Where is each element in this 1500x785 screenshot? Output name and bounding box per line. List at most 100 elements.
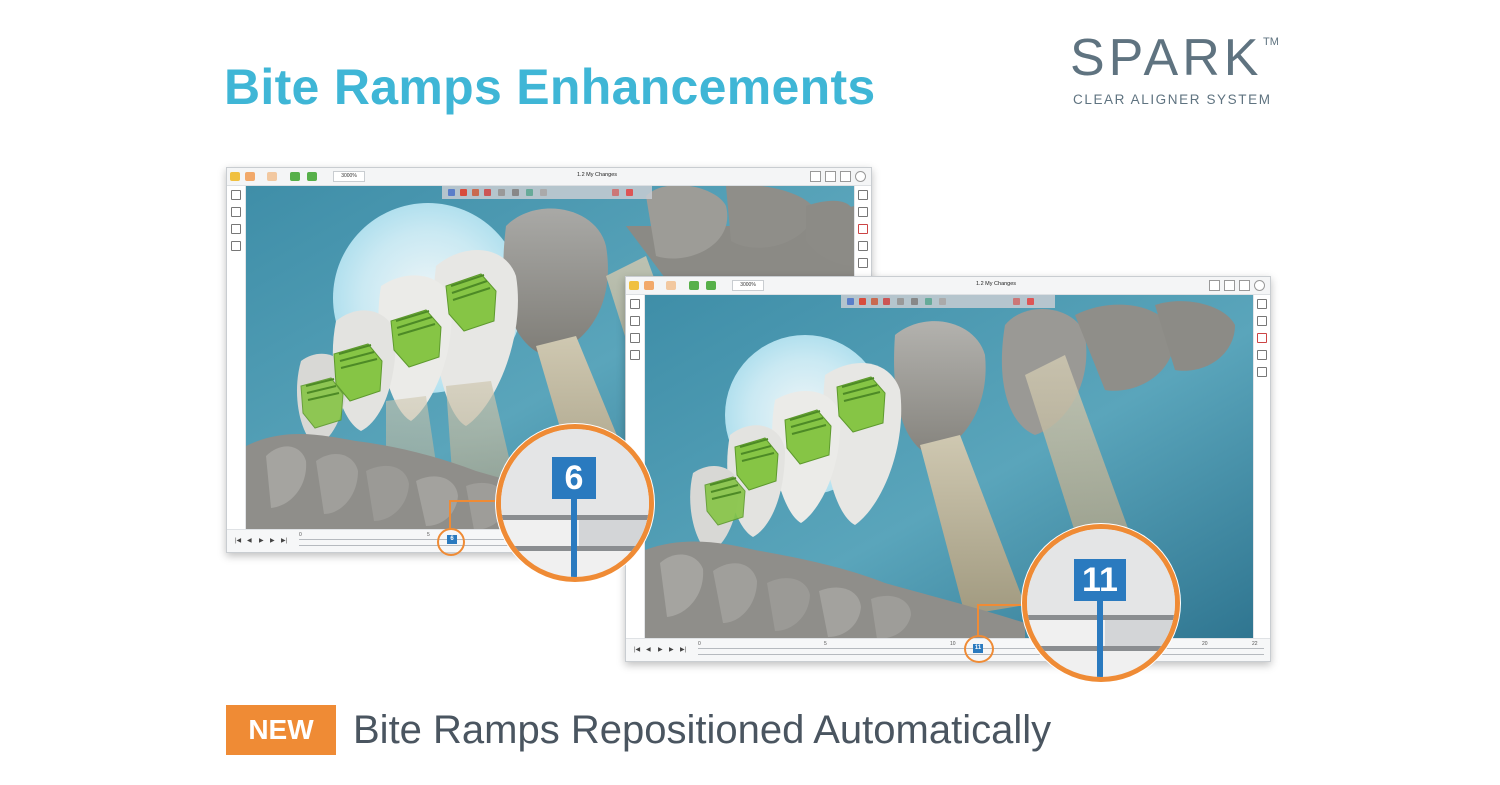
print-icon[interactable] bbox=[1209, 280, 1220, 291]
undo-icon[interactable] bbox=[245, 172, 255, 181]
changes-dropdown[interactable]: 1.2 My Changes bbox=[976, 281, 1017, 287]
timeline-highlight-ring bbox=[437, 528, 465, 556]
arch-icon[interactable] bbox=[858, 258, 868, 268]
prev-stage-icon[interactable]: ◀ bbox=[247, 538, 252, 544]
rx-icon[interactable] bbox=[231, 190, 241, 200]
3d-viewport[interactable] bbox=[645, 295, 1253, 639]
next-stage-icon[interactable]: ▶ bbox=[270, 538, 275, 544]
zoom-level[interactable]: 3000% bbox=[333, 171, 365, 182]
logo-trademark: TM bbox=[1263, 36, 1279, 48]
last-stage-icon[interactable]: ▶| bbox=[281, 538, 288, 544]
ipr-icon[interactable] bbox=[897, 298, 904, 305]
changes-dropdown[interactable]: 1.2 My Changes bbox=[577, 172, 618, 178]
export-icon[interactable] bbox=[231, 241, 241, 251]
spark-logo: SPARK TM CLEAR ALIGNER SYSTEM bbox=[1070, 28, 1280, 114]
bite-ramp-4 bbox=[704, 476, 746, 526]
arch-form-icon[interactable] bbox=[1027, 298, 1034, 305]
attachments-icon[interactable] bbox=[1257, 333, 1267, 343]
next-stage-icon[interactable]: ▶ bbox=[669, 647, 674, 653]
edit-icon[interactable] bbox=[231, 224, 241, 234]
timeline-tick-label: 0 bbox=[698, 641, 701, 647]
ruler-icon[interactable] bbox=[612, 189, 619, 196]
floating-toolbar bbox=[442, 186, 652, 199]
single-view-icon[interactable] bbox=[1224, 280, 1235, 291]
undo-icon[interactable] bbox=[644, 281, 654, 290]
grid-icon[interactable] bbox=[512, 189, 519, 196]
grid-view-icon[interactable] bbox=[840, 171, 851, 182]
magnified-stage-stem bbox=[571, 499, 577, 577]
play-icon[interactable]: ▶ bbox=[658, 647, 663, 653]
magnified-progress-fill bbox=[1105, 620, 1175, 646]
refresh-icon[interactable] bbox=[290, 172, 300, 181]
globe-icon[interactable] bbox=[925, 298, 932, 305]
attachments-icon[interactable] bbox=[858, 224, 868, 234]
refresh-icon[interactable] bbox=[689, 281, 699, 290]
redo-icon[interactable] bbox=[267, 172, 277, 181]
timeline-highlight-ring bbox=[964, 635, 994, 663]
arch-icon[interactable] bbox=[1257, 367, 1267, 377]
timeline-tick-label: 22 bbox=[1252, 641, 1258, 647]
print-icon[interactable] bbox=[810, 171, 821, 182]
zoom-level[interactable]: 3000% bbox=[732, 280, 764, 291]
spacing-icon[interactable] bbox=[484, 189, 491, 196]
magnified-stage-callout: 11 bbox=[1022, 524, 1180, 682]
grid-icon[interactable] bbox=[911, 298, 918, 305]
display-icon[interactable] bbox=[448, 189, 455, 196]
display-icon[interactable] bbox=[847, 298, 854, 305]
tooth-icon[interactable] bbox=[858, 241, 868, 251]
callout-connector bbox=[977, 604, 1029, 636]
settings-icon[interactable] bbox=[855, 171, 866, 182]
print-icon[interactable] bbox=[858, 207, 868, 217]
logo-wordmark: SPARK bbox=[1070, 29, 1263, 87]
feature-caption: Bite Ramps Repositioned Automatically bbox=[353, 708, 1052, 752]
bite-ramp-4 bbox=[300, 377, 344, 429]
spacing-icon[interactable] bbox=[883, 298, 890, 305]
patient-icon[interactable] bbox=[231, 207, 241, 217]
bite-ramp-2 bbox=[390, 309, 442, 368]
timeline-tick-label: 10 bbox=[950, 641, 956, 647]
patient-icon[interactable] bbox=[630, 316, 640, 326]
single-view-icon[interactable] bbox=[825, 171, 836, 182]
move-icon[interactable] bbox=[706, 281, 716, 290]
bite-ramp-3 bbox=[734, 437, 779, 491]
app-toolbar: 3000% 1.2 My Changes bbox=[626, 277, 1270, 295]
play-icon[interactable]: ▶ bbox=[259, 538, 264, 544]
attachment-icon[interactable] bbox=[540, 189, 547, 196]
tooth-view-icon[interactable] bbox=[472, 189, 479, 196]
right-sidebar bbox=[1253, 295, 1270, 639]
timeline-tick-label: 5 bbox=[427, 532, 430, 538]
magnet-icon[interactable] bbox=[859, 298, 866, 305]
tooth-view-icon[interactable] bbox=[871, 298, 878, 305]
first-stage-icon[interactable]: |◀ bbox=[235, 538, 242, 544]
wrench-icon[interactable] bbox=[858, 190, 868, 200]
move-icon[interactable] bbox=[307, 172, 317, 181]
floating-toolbar bbox=[841, 295, 1055, 308]
magnified-progress-fill bbox=[579, 520, 649, 546]
wrench-icon[interactable] bbox=[1257, 299, 1267, 309]
magnified-stage-number: 6 bbox=[552, 457, 596, 499]
globe-icon[interactable] bbox=[526, 189, 533, 196]
magnified-stage-callout: 6 bbox=[496, 424, 654, 582]
folder-icon[interactable] bbox=[230, 172, 240, 181]
rx-icon[interactable] bbox=[630, 299, 640, 309]
magnet-icon[interactable] bbox=[460, 189, 467, 196]
magnified-stage-stem bbox=[1097, 601, 1103, 677]
folder-icon[interactable] bbox=[629, 281, 639, 290]
redo-icon[interactable] bbox=[666, 281, 676, 290]
ruler-icon[interactable] bbox=[1013, 298, 1020, 305]
last-stage-icon[interactable]: ▶| bbox=[680, 647, 687, 653]
bite-ramp-1 bbox=[445, 273, 497, 332]
export-icon[interactable] bbox=[630, 350, 640, 360]
grid-view-icon[interactable] bbox=[1239, 280, 1250, 291]
settings-icon[interactable] bbox=[1254, 280, 1265, 291]
prev-stage-icon[interactable]: ◀ bbox=[646, 647, 651, 653]
edit-icon[interactable] bbox=[630, 333, 640, 343]
ipr-icon[interactable] bbox=[498, 189, 505, 196]
tooth-icon[interactable] bbox=[1257, 350, 1267, 360]
arch-form-icon[interactable] bbox=[626, 189, 633, 196]
print-icon[interactable] bbox=[1257, 316, 1267, 326]
timeline-tick-label: 5 bbox=[824, 641, 827, 647]
attachment-icon[interactable] bbox=[939, 298, 946, 305]
first-stage-icon[interactable]: |◀ bbox=[634, 647, 641, 653]
teeth-model bbox=[645, 295, 1253, 639]
